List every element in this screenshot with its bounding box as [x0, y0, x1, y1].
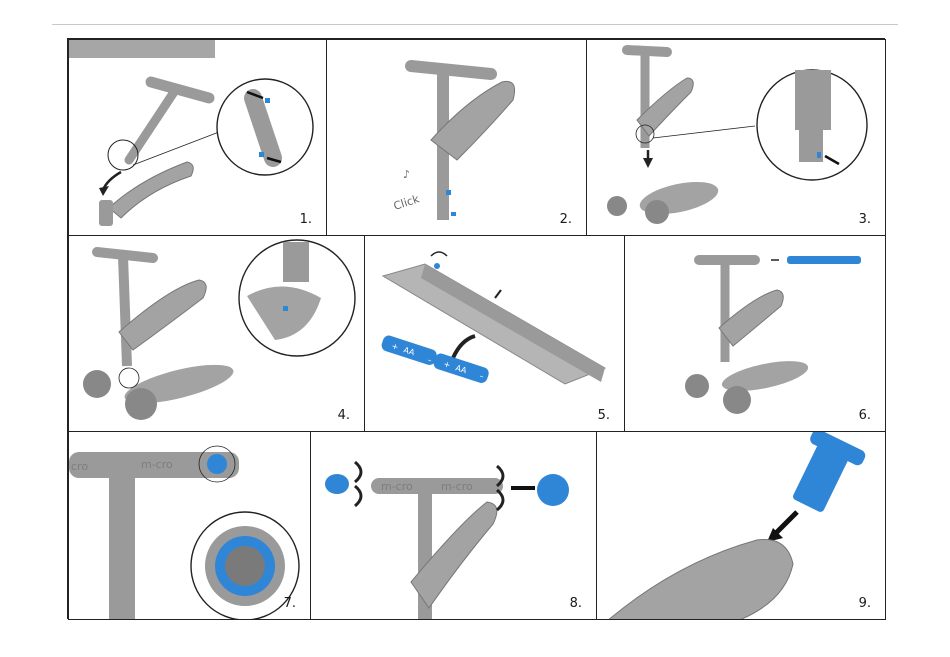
grip-brand: m-cro	[381, 480, 413, 493]
insert-arrow-icon	[453, 336, 475, 358]
step-4-panel: 4.	[68, 235, 365, 432]
grip-brand: m-cro	[441, 480, 473, 493]
step-3-illustration	[587, 40, 886, 236]
push-button-top	[265, 98, 270, 103]
step-9-illustration	[597, 432, 886, 620]
step-6-illustration	[625, 236, 886, 432]
aa-batteries: + AA – + AA –	[380, 334, 490, 385]
step-4-illustration	[69, 236, 365, 432]
step-number: 7.	[284, 596, 296, 611]
step-7-panel: cro m-cro 7.	[68, 431, 311, 620]
grip-brand: m-cro	[141, 458, 173, 471]
rotate-icon	[355, 462, 361, 506]
step-1-illustration	[69, 40, 327, 236]
header-rule	[52, 24, 898, 25]
step-2-illustration: ♪ Click	[327, 40, 587, 236]
step-8-illustration: m-cro m-cro	[311, 432, 597, 620]
step-number: 2.	[560, 212, 572, 227]
step-number: 9.	[859, 596, 871, 611]
step-5-panel: + AA – + AA – 5.	[364, 235, 625, 432]
step-number: 4.	[338, 408, 350, 423]
step-6-panel: 6.	[624, 235, 886, 432]
step-number: 3.	[859, 212, 871, 227]
push-button-bottom	[259, 152, 264, 157]
battery-tube	[787, 256, 861, 264]
click-label: Click	[392, 192, 422, 213]
music-note-icon: ♪	[403, 168, 410, 181]
step-number: 6.	[859, 408, 871, 423]
seat-stem-illustration	[99, 82, 209, 226]
step-2-panel: ♪ Click 2.	[326, 39, 587, 236]
grip-brand-left: cro	[71, 460, 88, 473]
step-3-panel: 3.	[586, 39, 886, 236]
step-8-panel: m-cro m-cro 8.	[310, 431, 597, 620]
step-9-panel: 9.	[596, 431, 886, 620]
step-number: 1.	[300, 212, 312, 227]
step-1-panel: 1.	[68, 39, 327, 236]
step-number: 5.	[598, 408, 610, 423]
step-number: 8.	[570, 596, 582, 611]
rotate-icon	[431, 252, 447, 256]
step-5-illustration: + AA – + AA –	[365, 236, 625, 432]
step-7-illustration: cro m-cro	[69, 432, 311, 620]
arrow-icon	[495, 290, 501, 298]
instruction-grid: 1. ♪ Click 2.	[67, 38, 885, 619]
